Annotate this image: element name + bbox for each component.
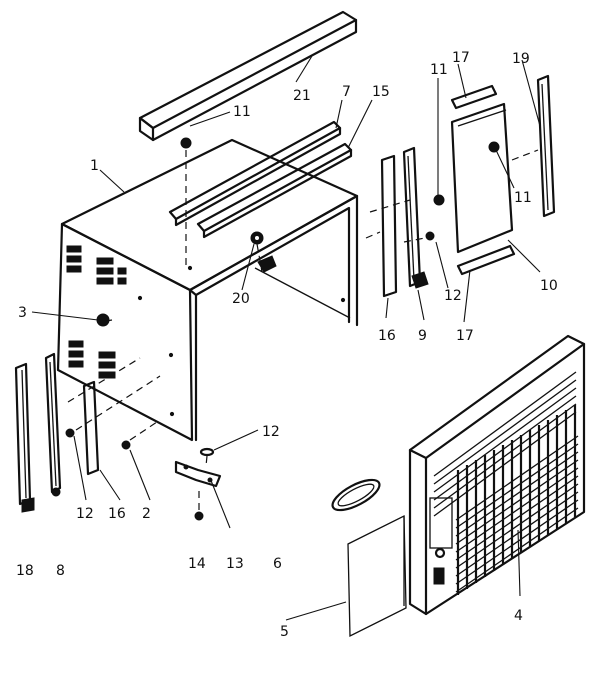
callout-15: 15 bbox=[372, 84, 390, 100]
callout-17-bottom: 17 bbox=[456, 328, 474, 344]
callout-3: 3 bbox=[18, 305, 27, 321]
part-16-left-strip bbox=[82, 380, 100, 476]
screw-2 bbox=[121, 440, 131, 450]
part-13-bracket bbox=[174, 460, 222, 488]
part-7-rail bbox=[168, 120, 342, 227]
callout-8: 8 bbox=[56, 563, 65, 579]
part-8-side-bracket bbox=[44, 352, 62, 497]
grille-louver bbox=[433, 395, 577, 501]
part-4-front-grille bbox=[408, 334, 586, 616]
part-10-side-panel bbox=[450, 102, 514, 254]
grille-louver bbox=[433, 371, 577, 477]
callout-19: 19 bbox=[512, 51, 530, 67]
callout-18: 18 bbox=[16, 563, 34, 579]
callout-21: 21 bbox=[293, 88, 311, 104]
grille-louver bbox=[455, 499, 579, 585]
part-5-filter bbox=[347, 514, 407, 638]
callout-13: 13 bbox=[226, 556, 244, 572]
part-17-bottom-seal bbox=[456, 244, 516, 276]
grille-louver bbox=[455, 451, 579, 537]
grille-louver bbox=[433, 403, 577, 509]
part-1-cabinet bbox=[56, 138, 359, 442]
screw-11-top bbox=[180, 137, 192, 149]
part-16-right-strip bbox=[380, 154, 398, 298]
screw-12-left bbox=[65, 428, 75, 438]
grille-louver bbox=[455, 483, 579, 569]
callout-17-top: 17 bbox=[452, 50, 470, 66]
callout-6: 6 bbox=[273, 556, 282, 572]
grille-louver bbox=[433, 411, 577, 517]
callout-11-panel: 11 bbox=[514, 190, 532, 206]
callout-16-right: 16 bbox=[378, 328, 396, 344]
callout-9: 9 bbox=[418, 328, 427, 344]
screw-20 bbox=[250, 231, 264, 245]
screw-11-mid bbox=[433, 194, 445, 206]
part-21-top-rail bbox=[138, 10, 358, 142]
callout-1: 1 bbox=[90, 158, 99, 174]
callout-11-mid: 11 bbox=[430, 62, 448, 78]
callout-11-top: 11 bbox=[233, 104, 251, 120]
part-9-side-bracket bbox=[402, 146, 429, 289]
leader-lines bbox=[31, 55, 541, 621]
callout-labels: 21 11 1 7 15 3 20 16 9 12 11 17 19 11 10… bbox=[16, 50, 558, 640]
callout-14: 14 bbox=[188, 556, 206, 572]
grille-louver bbox=[455, 435, 579, 521]
callout-12-bottom: 12 bbox=[262, 424, 280, 440]
cabinet-vent-slots bbox=[66, 245, 127, 379]
screw-11-panel bbox=[488, 141, 500, 153]
callout-2: 2 bbox=[142, 506, 151, 522]
assembly-lines bbox=[67, 149, 539, 510]
part-6-oval-seal bbox=[331, 478, 381, 512]
callout-12-right: 12 bbox=[444, 288, 462, 304]
grille-louver bbox=[455, 475, 579, 561]
callout-20: 20 bbox=[232, 291, 250, 307]
part-18-side-channel bbox=[14, 362, 35, 513]
part-19-side-channel bbox=[536, 74, 556, 218]
grille-louver bbox=[433, 387, 577, 493]
callout-5: 5 bbox=[280, 624, 289, 640]
screw-3 bbox=[96, 313, 110, 327]
part-17-top-seal bbox=[450, 84, 498, 110]
screw-12-bottom bbox=[199, 447, 215, 457]
callout-4: 4 bbox=[514, 608, 523, 624]
grille-louver bbox=[455, 467, 579, 553]
grille-louver bbox=[455, 507, 579, 593]
screw-12-right bbox=[425, 231, 435, 241]
callout-7: 7 bbox=[342, 84, 351, 100]
grille-louver bbox=[433, 379, 577, 485]
part-15-rail bbox=[196, 142, 353, 239]
callout-10: 10 bbox=[540, 278, 558, 294]
callout-12-left: 12 bbox=[76, 506, 94, 522]
grille-louver bbox=[455, 491, 579, 577]
grille-louver bbox=[455, 443, 579, 529]
callout-16-left: 16 bbox=[108, 506, 126, 522]
grille-louvers bbox=[433, 371, 579, 595]
grille-louver bbox=[455, 459, 579, 545]
screw-14 bbox=[194, 511, 204, 521]
